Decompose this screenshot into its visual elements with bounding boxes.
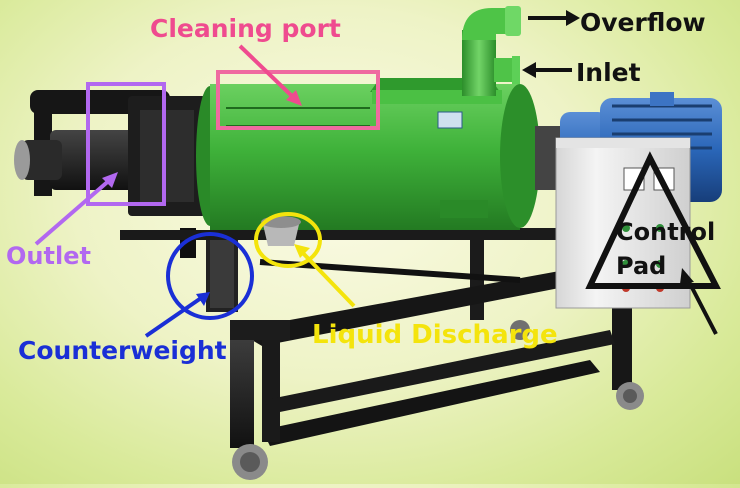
inlet-overflow-pipes: [462, 6, 521, 96]
main-body: [196, 78, 540, 246]
base-frame: [230, 200, 644, 480]
outlet-label: Outlet: [6, 242, 91, 270]
control-pad-arrow: [684, 275, 718, 335]
cleaning-port-arrow: [238, 44, 298, 102]
control-box: [555, 137, 691, 309]
inlet-label: Inlet: [576, 58, 641, 87]
pad-label: Pad: [616, 252, 667, 280]
counterweight-label: Counterweight: [18, 336, 227, 365]
outlet-assembly: [14, 90, 210, 216]
overflow-label: Overflow: [580, 8, 706, 37]
control-pad-highlight-triangle: [585, 151, 721, 289]
liquid-discharge-arrow: [298, 248, 356, 308]
cleaning-port-label: Cleaning port: [150, 14, 341, 43]
outlet-highlight-box: [86, 82, 166, 206]
outlet-arrow: [34, 176, 114, 246]
counterweight-arrow: [144, 294, 206, 338]
control-label: Control: [616, 218, 716, 246]
counterweight-highlight-circle: [166, 232, 254, 320]
cleaning-port-highlight-box: [216, 70, 380, 130]
liquid-discharge-highlight-circle: [254, 212, 322, 268]
annotation-overlays: [34, 10, 721, 338]
liquid-discharge-label: Liquid Discharge: [312, 320, 558, 350]
